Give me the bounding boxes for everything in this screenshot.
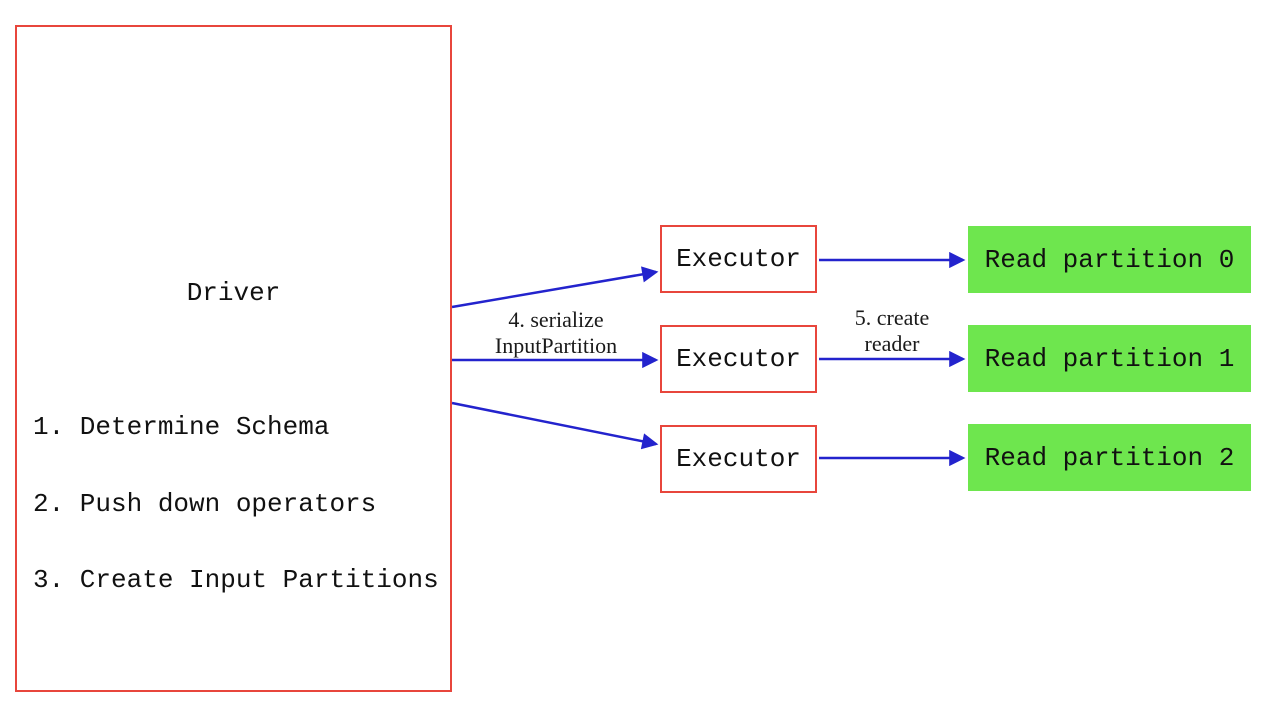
executor-box-2: Executor: [660, 425, 817, 493]
read-partition-box-1: Read partition 1: [968, 325, 1251, 392]
edge-label-serialize-line2: InputPartition: [494, 333, 618, 358]
edge-label-create-reader: 5. create reader: [820, 305, 964, 357]
driver-steps: 1. Determine Schema 2. Push down operato…: [33, 364, 439, 645]
read-partition-box-2: Read partition 2: [968, 424, 1251, 491]
driver-step-2: 2. Push down operators: [33, 488, 377, 519]
read-partition-label-1: Read partition 1: [984, 343, 1235, 374]
edge-label-reader-line1: 5. create: [854, 305, 930, 330]
edge-label-reader-line2: reader: [864, 331, 920, 356]
edge-label-serialize-line1: 4. serialize: [508, 307, 604, 332]
arrow-driver-to-executor-0: [451, 266, 659, 309]
arrow-driver-to-executor-2: [451, 401, 659, 450]
read-partition-label-2: Read partition 2: [984, 442, 1235, 473]
read-partition-label-0: Read partition 0: [984, 244, 1235, 275]
driver-title: Driver: [186, 278, 281, 308]
executor-box-0: Executor: [660, 225, 817, 293]
executor-box-1: Executor: [660, 325, 817, 393]
driver-step-1: 1. Determine Schema: [33, 412, 330, 442]
driver-box: [15, 25, 452, 692]
read-partition-box-0: Read partition 0: [968, 226, 1251, 293]
executor-label-2: Executor: [676, 444, 801, 474]
executor-label-0: Executor: [676, 244, 801, 274]
edge-label-serialize-inputpartition: 4. serialize InputPartition: [450, 307, 662, 359]
executor-label-1: Executor: [676, 344, 801, 374]
driver-step-3: 3. Create Input Partitions: [33, 565, 439, 595]
